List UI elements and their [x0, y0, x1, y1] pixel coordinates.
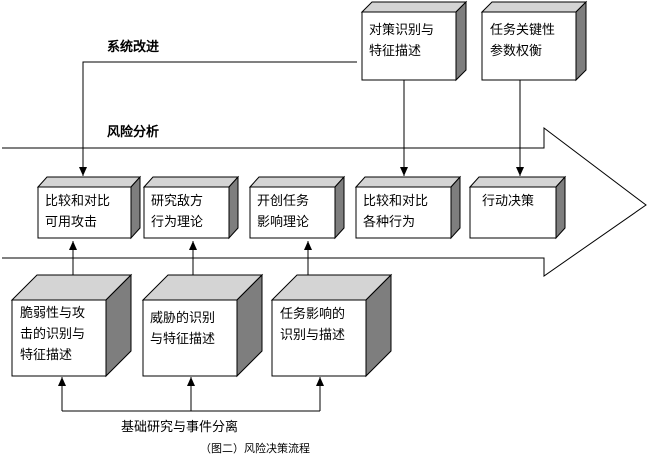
arrow-box-action-decision	[468, 175, 567, 240]
countermeasure-box-text: 对策识别与 特征描述	[369, 20, 434, 62]
action-decision-line-1: 行动决策	[482, 194, 535, 209]
vulnerability-line-2: 击的识别与	[20, 327, 86, 342]
bottom-box-mission-impact	[270, 273, 393, 378]
compare-attacks-line-1: 比较和对比	[45, 194, 111, 209]
criticality-line-2: 参数权衡	[490, 44, 543, 59]
figure-caption: （图二）风险决策流程	[200, 442, 310, 455]
mission-impact-theory-line-2: 影响理论	[257, 215, 310, 230]
criticality-line-1: 任务关键性	[490, 23, 556, 38]
countermeasure-line-1: 对策识别与	[369, 23, 435, 38]
compare-attacks-line-2: 可用攻击	[45, 215, 98, 230]
compare-behaviors-box-text: 比较和对比 各种行为	[363, 191, 428, 233]
risk-analysis-label: 风险分析	[107, 125, 160, 140]
bottom-box-vulnerability	[10, 273, 133, 378]
system-improvement-label: 系统改进	[107, 40, 160, 55]
arrow-box-adversary-theory	[142, 175, 240, 240]
action-decision-box-text: 行动决策	[482, 191, 534, 212]
adversary-theory-line-2: 行为理论	[151, 215, 204, 230]
vulnerability-line-1: 脆弱性与攻	[20, 306, 86, 321]
threat-line-2: 与特征描述	[150, 332, 216, 347]
arrow-box-compare-attacks	[36, 175, 142, 240]
arrow-box-compare-behaviors	[354, 175, 462, 240]
threat-line-1: 威胁的识别	[150, 311, 216, 326]
arrow-box-mission-impact-theory	[248, 175, 346, 240]
mission-impact-line-2: 识别与描述	[280, 328, 346, 343]
compare-behaviors-line-2: 各种行为	[363, 215, 416, 230]
countermeasure-line-2: 特征描述	[369, 44, 422, 59]
criticality-box-text: 任务关键性 参数权衡	[490, 20, 555, 62]
system-improvement-feedback-line	[79, 61, 357, 176]
top-box-mission-criticality	[480, 0, 588, 82]
compare-attacks-box-text: 比较和对比 可用攻击	[45, 191, 110, 233]
bottom-box-threat	[141, 273, 264, 378]
foundation-label: 基础研究与事件分离	[121, 420, 239, 435]
adversary-theory-box-text: 研究敌方 行为理论	[151, 191, 203, 233]
threat-box-text: 威胁的识别 与特征描述	[150, 308, 215, 350]
mission-impact-theory-box-text: 开创任务 影响理论	[257, 191, 309, 233]
mission-impact-line-1: 任务影响的	[280, 307, 346, 322]
mission-impact-theory-line-1: 开创任务	[257, 194, 310, 209]
adversary-theory-line-1: 研究敌方	[151, 194, 204, 209]
vulnerability-line-3: 特征描述	[20, 348, 73, 363]
top-box-countermeasure	[360, 0, 468, 82]
vulnerability-box-text: 脆弱性与攻 击的识别与 特征描述	[20, 303, 85, 366]
compare-behaviors-line-1: 比较和对比	[363, 194, 429, 209]
mission-impact-box-text: 任务影响的 识别与描述	[280, 304, 345, 346]
